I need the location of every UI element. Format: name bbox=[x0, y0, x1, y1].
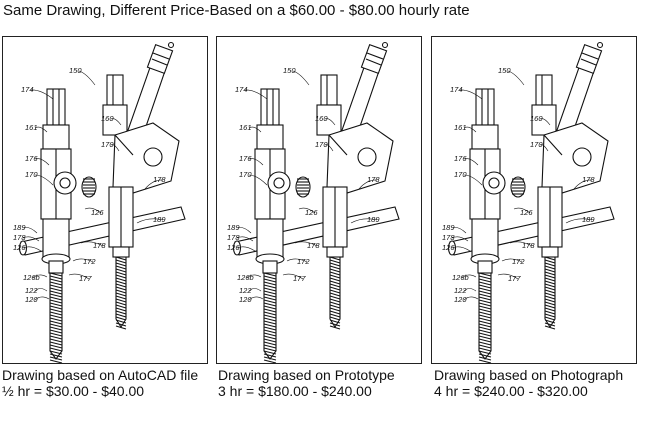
reference-numeral-label: 126 bbox=[13, 243, 26, 252]
reference-numeral-label: 120 bbox=[454, 295, 467, 304]
reference-numeral-label: 176 bbox=[454, 154, 467, 163]
caption-price: 3 hr = $180.00 - $240.00 bbox=[218, 383, 372, 399]
reference-numeral-label: 189 bbox=[442, 223, 455, 232]
reference-numeral-label: 172 bbox=[297, 257, 310, 266]
reference-numeral-label: 170 bbox=[530, 140, 543, 149]
reference-numeral-label: 178 bbox=[367, 175, 380, 184]
reference-numeral-label: 178 bbox=[153, 175, 166, 184]
reference-numeral-label: 170 bbox=[25, 170, 38, 179]
caption-photograph: Drawing based on Photograph 4 hr = $240.… bbox=[434, 367, 623, 399]
reference-numeral-label: 174 bbox=[235, 85, 248, 94]
reference-numeral-label: 160 bbox=[315, 114, 328, 123]
reference-numeral-label: 189 bbox=[227, 223, 240, 232]
reference-numeral-label: 120 bbox=[239, 295, 252, 304]
reference-numeral-label: 126b bbox=[237, 273, 254, 282]
reference-numeral-label: 178 bbox=[442, 233, 455, 242]
reference-numeral-label: 170 bbox=[454, 170, 467, 179]
reference-numeral-label: 178 bbox=[13, 233, 26, 242]
reference-numeral-label: 150 bbox=[69, 66, 82, 75]
reference-numeral-label: 120 bbox=[25, 295, 38, 304]
reference-numeral-label: 122 bbox=[454, 286, 467, 295]
reference-numeral-label: 189 bbox=[153, 215, 166, 224]
reference-numeral-label: 178 bbox=[582, 175, 595, 184]
reference-numeral-label: 178 bbox=[93, 241, 106, 250]
reference-numeral-label: 126 bbox=[227, 243, 240, 252]
caption-prototype: Drawing based on Prototype 3 hr = $180.0… bbox=[218, 367, 395, 399]
reference-numeral-label: 122 bbox=[25, 286, 38, 295]
caption-method: Drawing based on AutoCAD file bbox=[2, 367, 199, 383]
reference-numeral-label: 189 bbox=[367, 215, 380, 224]
reference-numeral-label: 172 bbox=[83, 257, 96, 266]
reference-numeral-label: 177 bbox=[508, 274, 521, 283]
reference-numeral-label: 170 bbox=[239, 170, 252, 179]
reference-numeral-label: 177 bbox=[293, 274, 306, 283]
reference-numeral-label: 150 bbox=[283, 66, 296, 75]
reference-numeral-label: 161 bbox=[454, 123, 467, 132]
reference-numeral-label: 126 bbox=[520, 208, 533, 217]
caption-method: Drawing based on Photograph bbox=[434, 367, 624, 383]
reference-numeral-label: 176 bbox=[239, 154, 252, 163]
reference-numeral-label: 126 bbox=[91, 208, 104, 217]
reference-numeral-label: 161 bbox=[239, 123, 252, 132]
reference-numeral-label: 126 bbox=[305, 208, 318, 217]
reference-numeral-label: 178 bbox=[307, 241, 320, 250]
reference-numeral-label: 189 bbox=[13, 223, 26, 232]
reference-numeral-label: 170 bbox=[315, 140, 328, 149]
caption-autocad: Drawing based on AutoCAD file ½ hr = $30… bbox=[2, 367, 198, 399]
reference-numeral-label: 178 bbox=[227, 233, 240, 242]
caption-method: Drawing based on Prototype bbox=[218, 367, 395, 383]
reference-numeral-label: 150 bbox=[498, 66, 511, 75]
caption-price: ½ hr = $30.00 - $40.00 bbox=[2, 383, 145, 399]
reference-numeral-label: 126 bbox=[442, 243, 455, 252]
page-title: Same Drawing, Different Price-Based on a… bbox=[3, 2, 470, 19]
reference-numeral-label: 161 bbox=[25, 123, 38, 132]
reference-numeral-label: 189 bbox=[582, 215, 595, 224]
reference-numeral-label: 160 bbox=[101, 114, 114, 123]
reference-numeral-label: 177 bbox=[79, 274, 92, 283]
reference-numeral-label: 174 bbox=[21, 85, 34, 94]
reference-numeral-label: 174 bbox=[450, 85, 463, 94]
reference-numeral-label: 126b bbox=[452, 273, 469, 282]
caption-price: 4 hr = $240.00 - $320.00 bbox=[434, 383, 588, 399]
reference-numeral-label: 160 bbox=[530, 114, 543, 123]
reference-numeral-label: 122 bbox=[239, 286, 252, 295]
reference-numeral-label: 126b bbox=[23, 273, 40, 282]
reference-numeral-label: 170 bbox=[101, 140, 114, 149]
reference-numeral-label: 178 bbox=[522, 241, 535, 250]
reference-numeral-label: 172 bbox=[512, 257, 525, 266]
reference-numeral-label: 176 bbox=[25, 154, 38, 163]
